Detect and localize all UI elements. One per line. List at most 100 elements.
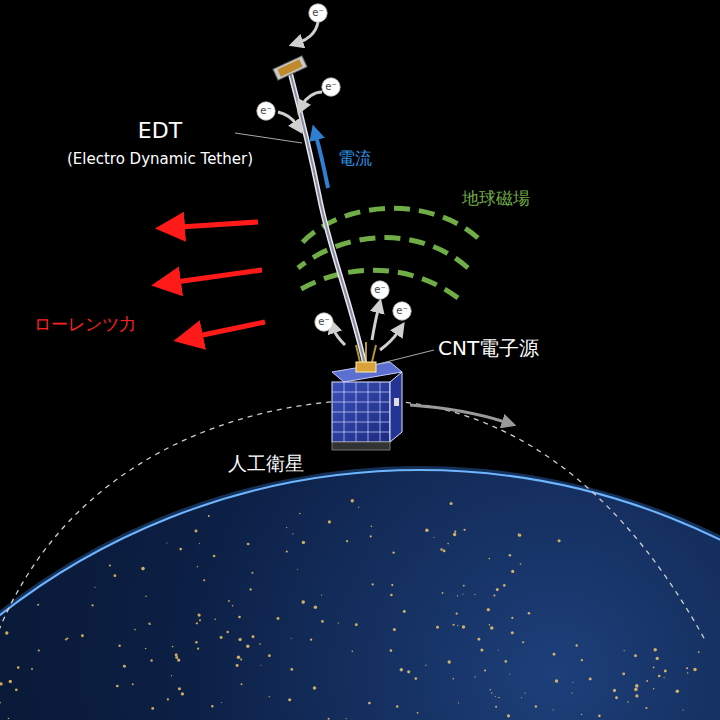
city-light <box>286 551 288 553</box>
city-light <box>199 619 201 621</box>
city-light <box>656 657 659 660</box>
city-light <box>480 648 483 651</box>
city-light <box>491 692 492 693</box>
city-light <box>509 673 510 674</box>
city-light <box>195 641 197 643</box>
city-light <box>474 594 475 595</box>
city-light <box>221 702 222 703</box>
city-light <box>197 566 198 567</box>
city-light <box>351 499 354 502</box>
city-light <box>251 572 253 574</box>
city-light <box>555 679 558 682</box>
city-light <box>313 686 317 690</box>
city-light <box>310 639 312 641</box>
city-light <box>226 631 229 634</box>
city-light <box>558 539 561 542</box>
city-light <box>145 595 147 597</box>
city-light <box>400 668 403 671</box>
city-light <box>553 653 556 656</box>
city-light <box>525 693 526 694</box>
city-light <box>355 623 358 626</box>
city-light <box>488 558 490 560</box>
city-light <box>175 656 178 659</box>
city-light <box>698 651 700 653</box>
city-light <box>658 675 661 678</box>
electron-circle: e⁻ <box>370 280 390 300</box>
electron-circle: e⁻ <box>256 101 276 121</box>
city-light <box>167 698 169 700</box>
city-light <box>31 668 33 670</box>
city-light <box>624 650 625 651</box>
city-light <box>634 654 637 657</box>
city-light <box>116 685 119 688</box>
city-light <box>241 683 243 685</box>
magnetic-field-label: 地球磁場 <box>462 188 530 208</box>
city-light <box>521 697 522 698</box>
city-light <box>686 667 688 669</box>
city-light <box>653 667 655 669</box>
city-light <box>358 507 359 508</box>
city-light <box>346 718 347 719</box>
city-light <box>528 612 531 615</box>
city-light <box>178 687 181 690</box>
city-light <box>268 654 271 657</box>
city-light <box>622 672 625 675</box>
electron-circle: e⁻ <box>321 77 341 97</box>
city-light <box>38 649 40 651</box>
city-light <box>484 669 486 671</box>
part-subtitle: (Electro Dynamic Tether) <box>67 150 253 168</box>
city-light <box>214 618 216 620</box>
city-light <box>393 628 396 631</box>
city-light <box>211 705 213 707</box>
city-light <box>390 649 393 652</box>
city-light <box>151 707 154 710</box>
city-light <box>351 650 353 652</box>
city-light <box>338 622 339 623</box>
city-light <box>663 677 664 678</box>
city-light <box>346 540 348 542</box>
city-light <box>613 689 616 692</box>
city-light <box>328 718 330 720</box>
city-light <box>198 614 201 617</box>
city-light <box>598 714 601 717</box>
city-light <box>535 705 537 707</box>
city-light <box>371 526 373 528</box>
city-light <box>425 529 428 532</box>
city-light <box>148 623 150 625</box>
city-light <box>503 584 506 587</box>
city-light <box>213 555 216 558</box>
city-light <box>450 502 453 505</box>
electron-circle: e⁻ <box>314 312 334 332</box>
city-light <box>507 714 510 717</box>
city-light <box>511 570 514 573</box>
city-light <box>390 594 393 597</box>
electron-circle: e⁻ <box>308 3 328 23</box>
city-light <box>238 616 241 619</box>
city-light <box>208 515 210 517</box>
city-light <box>653 648 657 652</box>
city-light <box>452 678 454 680</box>
city-light <box>520 563 522 565</box>
city-light <box>396 705 398 707</box>
city-light <box>232 605 234 607</box>
city-light <box>150 659 152 661</box>
city-light <box>8 718 10 720</box>
city-light <box>299 513 301 515</box>
part-name: EDT <box>138 118 182 144</box>
city-light <box>425 665 426 666</box>
city-light <box>260 665 261 666</box>
current-label: 電流 <box>338 148 372 168</box>
city-light <box>653 688 655 690</box>
city-light <box>682 710 683 711</box>
city-light <box>581 714 582 715</box>
city-light <box>166 542 167 543</box>
city-light <box>181 692 184 695</box>
city-light <box>635 694 638 697</box>
city-light <box>203 579 205 581</box>
city-light <box>511 631 514 634</box>
city-light <box>462 625 465 628</box>
city-light <box>15 688 18 691</box>
city-light <box>457 595 458 596</box>
